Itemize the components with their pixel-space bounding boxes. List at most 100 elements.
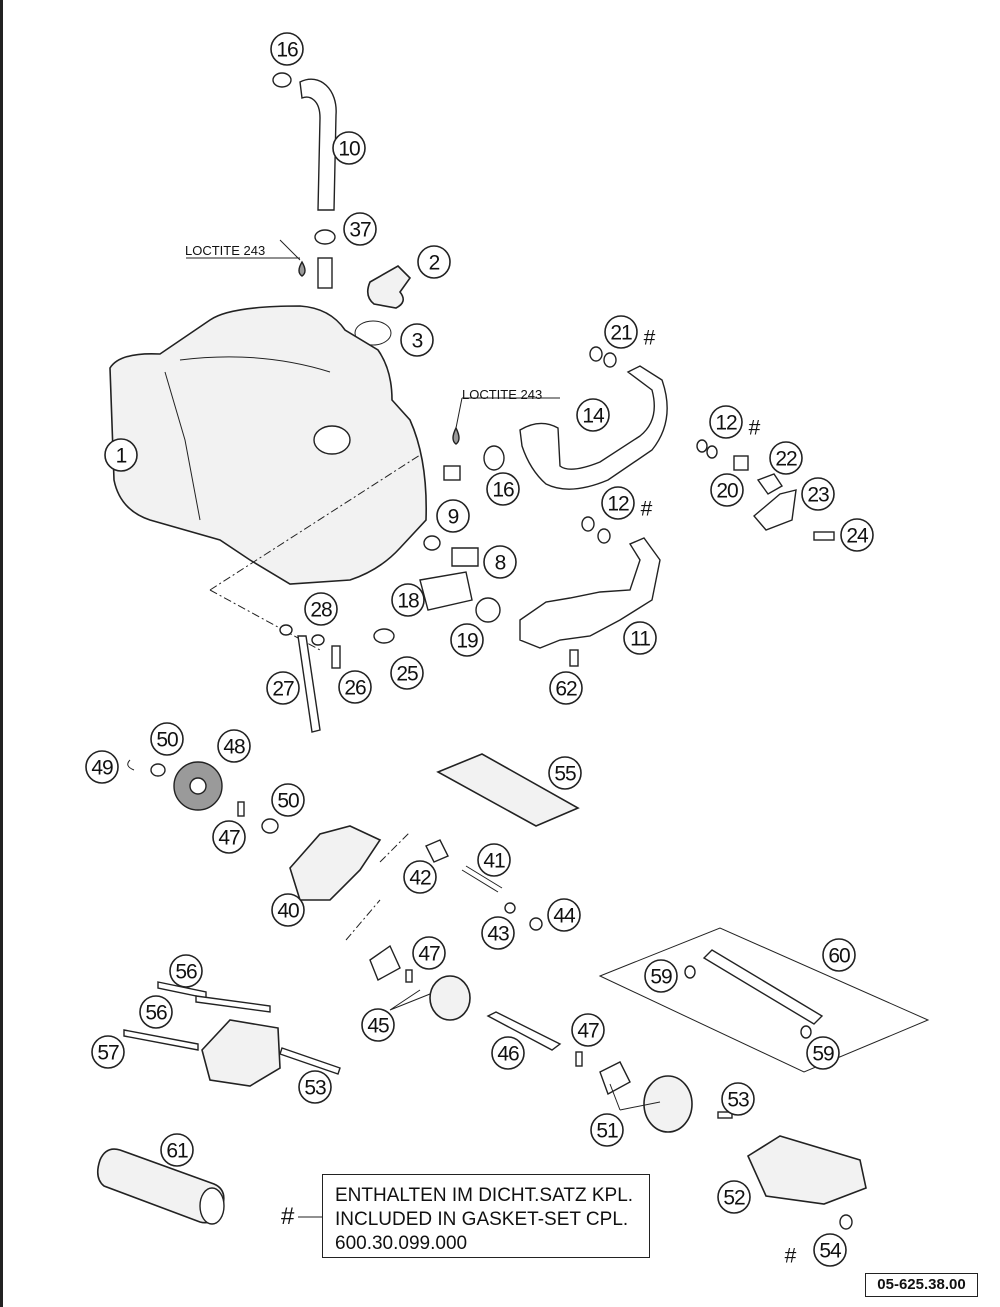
tube-60 [702,949,824,1025]
screw-56b [195,995,271,1013]
tank-centerline [209,454,421,651]
callout-26: 26 [338,670,372,704]
callout-number: 50 [156,729,178,752]
breather-nipple [317,257,333,289]
callout-circle [361,1008,395,1042]
callout-number: 62 [555,678,577,701]
loctite-note-mid: LOCTITE 243 [462,387,543,402]
callout-number: 46 [497,1043,519,1066]
clamp-22 [756,473,783,495]
callout-12: 12# [601,486,654,521]
gasket-set-hash-marker: # [644,327,656,350]
callout-22: 22 [769,441,803,475]
callout-circle [271,893,305,927]
screw-62 [569,649,579,667]
callout-circle [332,131,366,165]
callout-number: 50 [277,790,299,813]
callout-28: 28 [304,592,338,626]
shaft-53 [279,1047,341,1075]
callout-circle [298,1070,332,1104]
callout-circle [840,518,874,552]
callout-number: 47 [577,1020,599,1043]
callout-circle [601,486,635,520]
callout-circle [139,995,173,1029]
callout-circle [450,623,484,657]
oil-filter-end [199,1187,225,1225]
gasket-note-line-en: INCLUDED IN GASKET-SET CPL. [335,1209,629,1230]
o-ring-59b [800,1025,812,1039]
callout-18: 18 [391,583,425,617]
o-ring-12a [581,516,595,532]
callout-circle [644,959,678,993]
rotor-45-outer [429,975,471,1021]
screw-25 [373,628,395,644]
callout-circle [806,1036,840,1070]
callout-51: 51 [590,1113,624,1147]
circlip-44 [529,917,543,931]
callout-8: 8 [483,545,517,579]
oil-screen-55 [436,753,580,827]
callout-number: 1 [116,445,127,468]
callout-59: 59 [806,1036,840,1070]
callout-number: 10 [338,138,360,161]
pin-47a [237,801,245,817]
callout-circle [160,1133,194,1167]
callout-number: 21 [610,322,632,345]
callout-circle [477,843,511,877]
callout-circle [822,938,856,972]
washer-28b [311,634,325,646]
callout-circle [813,1233,847,1267]
gasket-note-line-de: ENTHALTEN IM DICHT.SATZ KPL. [335,1185,634,1206]
callout-circle [343,212,377,246]
callout-number: 47 [218,827,240,850]
callout-circle [549,671,583,705]
callout-circle [400,323,434,357]
o-ring-21b [603,352,617,368]
callout-circle [169,954,203,988]
callout-number: 16 [492,479,514,502]
pump-guide-line [345,831,411,941]
callout-number: 61 [166,1140,188,1163]
callout-25: 25 [390,656,424,690]
pump-body-53 [201,1019,281,1087]
hose-clamp-37 [314,229,336,245]
screw-24 [813,531,835,541]
callout-number: 22 [775,448,797,471]
callout-19: 19 [450,623,484,657]
pump-cover-40 [289,825,382,901]
callout-number: 59 [812,1043,834,1066]
callout-number: 56 [145,1002,167,1025]
callout-circle [623,621,657,655]
shaft-46 [486,1011,562,1051]
washer-9 [423,535,441,551]
callout-44: 44 [547,898,581,932]
callout-59: 59 [644,959,678,993]
callout-60: 60 [822,938,856,972]
callout-circle [391,583,425,617]
callout-40: 40 [271,893,305,927]
callout-circle [85,750,119,784]
callout-number: 3 [412,330,423,353]
callout-number: 44 [553,905,576,928]
callout-number: 45 [367,1015,389,1038]
gear-48-hub [189,777,207,795]
callout-number: 20 [716,480,738,503]
callout-number: 27 [272,678,294,701]
callout-47: 47 [212,820,246,854]
callout-number: 16 [276,39,298,62]
callout-number: 24 [846,525,869,548]
callout-circle [417,245,451,279]
oil-filler-cap [366,265,412,309]
oil-tank [109,305,427,585]
washer-50a [150,763,166,777]
pump-housing-52 [746,1135,867,1205]
callout-9: 9 [436,499,470,533]
callout-circle [412,936,446,970]
callout-number: 23 [807,484,829,507]
o-ring-21a [589,346,603,362]
callout-circle [217,729,251,763]
callout-circle [571,1013,605,1047]
tube-box-60 [598,927,930,1073]
o-ring-12c [696,439,708,453]
